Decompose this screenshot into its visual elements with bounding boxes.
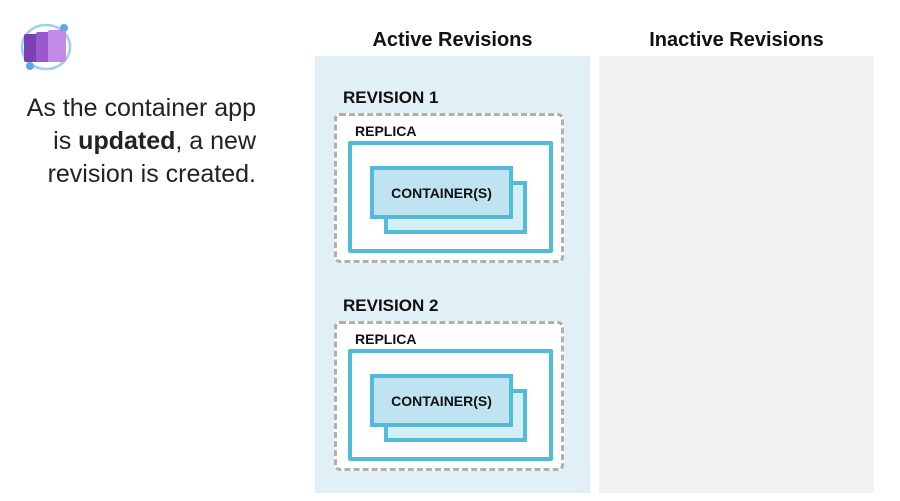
intro-text-emphasis: updated bbox=[78, 127, 176, 155]
inactive-revisions-panel bbox=[599, 56, 874, 493]
revision-2-replica: REPLICA CONTAINER(S) bbox=[334, 321, 564, 471]
revision-1-label: REVISION 1 bbox=[343, 88, 439, 107]
replica-frame: CONTAINER(S) bbox=[348, 141, 553, 253]
replica-label: REPLICA bbox=[355, 331, 417, 347]
replica-frame: CONTAINER(S) bbox=[348, 349, 553, 461]
intro-text-before: As the container app is bbox=[26, 94, 256, 155]
active-revisions-heading: Active Revisions bbox=[372, 29, 533, 51]
container-label: CONTAINER(S) bbox=[391, 392, 492, 409]
revision-2-label: REVISION 2 bbox=[343, 296, 439, 315]
container-apps-logo-icon bbox=[16, 18, 78, 74]
container-box: CONTAINER(S) bbox=[370, 166, 513, 219]
revision-1-replica: REPLICA CONTAINER(S) bbox=[334, 113, 564, 263]
replica-label: REPLICA bbox=[355, 123, 417, 139]
intro-text: As the container app is updated, a new r… bbox=[20, 92, 256, 191]
inactive-revisions-heading: Inactive Revisions bbox=[649, 29, 824, 51]
container-box: CONTAINER(S) bbox=[370, 374, 513, 427]
intro-text-after: , a new revision is created. bbox=[47, 127, 256, 188]
container-label: CONTAINER(S) bbox=[391, 184, 492, 201]
